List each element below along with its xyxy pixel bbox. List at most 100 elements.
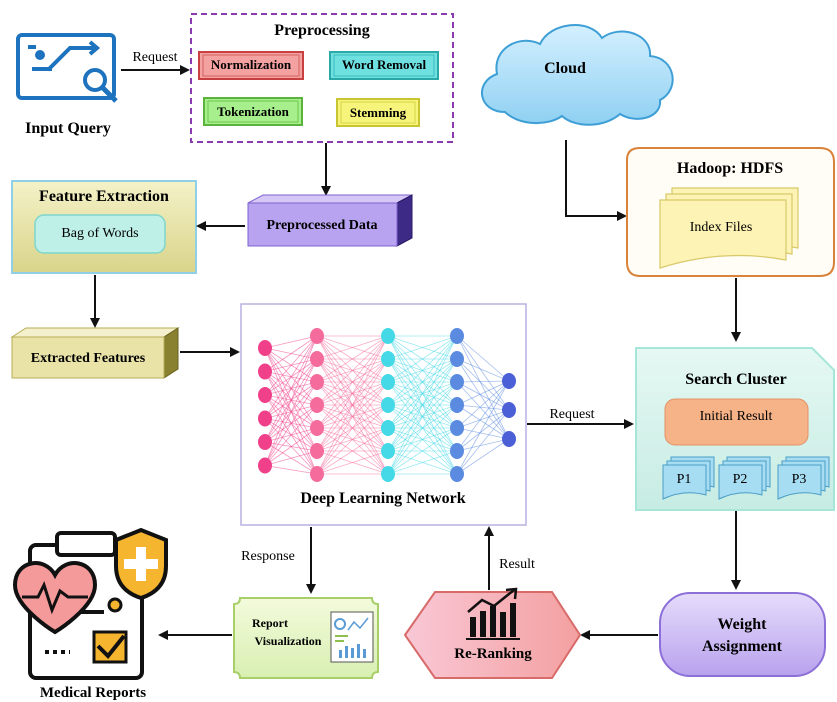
neural-connection [387,427,458,475]
neural-connection [387,335,458,360]
neural-connection [456,335,510,440]
neuron-node [502,402,516,418]
neural-connection [456,358,510,411]
neural-connection [316,404,389,475]
edge-label-request-top: Request [132,50,177,65]
neural-connection [316,335,389,475]
neural-connection [264,335,318,443]
neural-connection [387,335,458,475]
neural-connection [456,409,510,429]
extracted-features-node: Extracted Features [10,327,180,379]
neural-net-icon [258,328,516,482]
neural-connection [456,381,510,440]
neural-connection [264,465,318,475]
index-files-stack: Index Files [659,187,799,269]
preprocessing-node: Preprocessing Normalization Word Removal… [190,13,454,143]
index-files-label: Index Files [690,220,753,235]
neural-connection [456,438,510,452]
neuron-node [502,373,516,389]
partition-p3: P3 [777,456,830,500]
neuron-node [310,351,324,367]
weight-line2: Assignment [702,638,783,655]
medical-report-icon [12,527,168,680]
neuron-node [502,431,516,447]
neural-connection [316,427,389,475]
neural-connection [456,404,510,411]
neural-connection [387,358,458,475]
neural-connection [316,381,389,475]
initial-result-label: Initial Result [700,409,773,424]
hadoop-title: Hadoop: HDFS [677,160,783,177]
re-ranking-label: Re-Ranking [454,646,532,662]
bag-of-words-label: Bag of Words [61,226,138,241]
neural-connection [316,335,389,406]
search-cluster-title: Search Cluster [685,371,786,388]
tokenization-step: Tokenization [203,97,303,126]
tokenization-label: Tokenization [217,104,290,119]
neural-connection [456,358,510,382]
report-line2: Visualization [255,634,322,648]
neural-connection [387,335,458,383]
cloud-icon [481,24,674,126]
neural-connection [456,427,510,440]
edge-label-request-mid: Request [549,407,594,422]
neural-connection [387,450,458,475]
neural-connection [456,380,510,452]
neural-connection [316,335,389,360]
stemming-label: Stemming [350,105,407,120]
neural-connection [264,358,318,466]
neural-connection [316,335,389,383]
neural-connection [387,335,458,406]
word-removal-step: Word Removal [329,51,439,80]
neuron-node [381,328,395,344]
neural-connection [456,380,510,475]
neural-connection [264,335,318,396]
neural-connection [264,404,318,466]
preprocessed-data-label: Preprocessed Data [266,218,377,233]
dln-label: Deep Learning Network [300,490,465,507]
neuron-node [381,420,395,436]
deep-learning-network-node: Deep Learning Network [240,303,527,526]
neural-connection [456,380,510,429]
neuron-node [258,387,272,403]
cloud-node: Cloud [481,24,674,126]
neural-connection [264,335,318,419]
re-ranking-node: Re-Ranking [403,587,582,679]
neuron-node [450,351,464,367]
neuron-node [450,466,464,482]
neural-connection [456,335,510,411]
neural-connection [316,335,389,429]
report-line1: Report [252,616,288,630]
neuron-node [310,420,324,436]
neural-connection [264,335,318,349]
neural-connection [456,404,510,440]
dashboard-icon [330,611,374,663]
neuron-node [381,443,395,459]
neuron-node [310,374,324,390]
input-query-label: Input Query [25,120,111,137]
neuron-node [310,397,324,413]
neuron-node [381,466,395,482]
neural-connection [456,380,510,383]
neuron-node [381,397,395,413]
neuron-node [310,466,324,482]
report-visualization-node: Report Visualization [233,597,379,679]
neuron-node [258,363,272,380]
p2-label: P2 [733,472,748,487]
cloud-label: Cloud [544,60,586,77]
normalization-label: Normalization [211,57,292,72]
neural-connection [456,335,510,382]
bag-of-words-box [34,214,166,254]
input-query-node: Input Query [16,33,118,137]
neural-connection [264,335,318,466]
feature-extraction-node: Feature Extraction Bag of Words [11,180,197,274]
medical-reports-node: Medical Reports [12,527,168,701]
neuron-node [450,420,464,436]
edge-cloud-to-hadoop [565,140,627,221]
neuron-node [450,374,464,390]
neuron-node [258,410,272,427]
neural-connection [456,409,510,452]
neural-connection [387,335,458,452]
neural-connection [264,381,318,466]
